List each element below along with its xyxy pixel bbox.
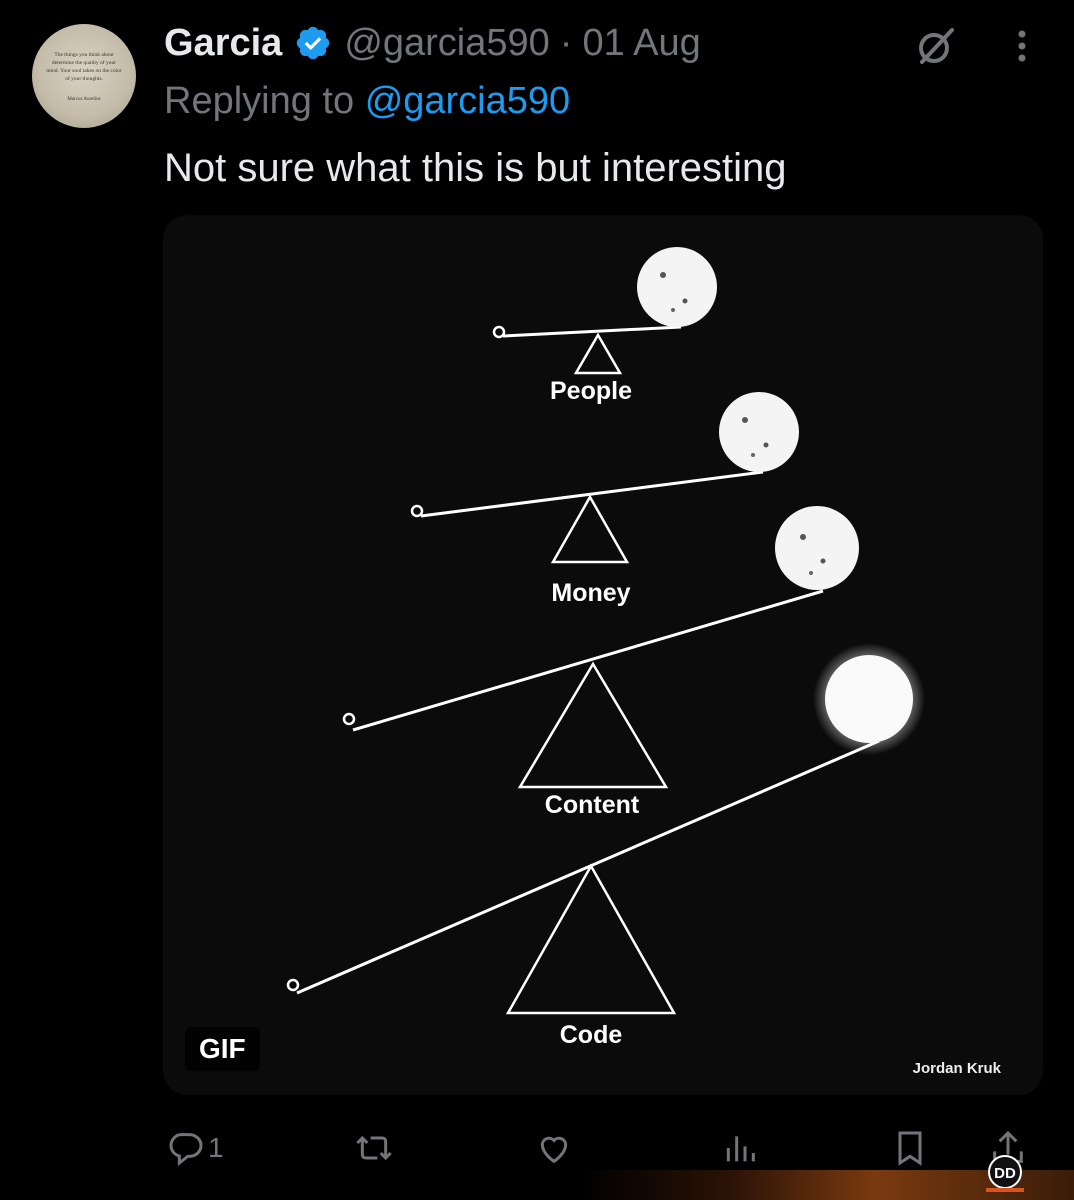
label-content: Content: [545, 791, 640, 819]
seesaw-code: Code: [286, 643, 925, 1049]
retweet-icon: [356, 1135, 392, 1161]
more-icon[interactable]: [1010, 26, 1034, 66]
ball-code: [825, 655, 913, 743]
author-name[interactable]: Garcia: [164, 21, 283, 64]
label-money: Money: [551, 579, 630, 607]
author-handle[interactable]: @garcia590: [344, 21, 550, 64]
like-button[interactable]: [534, 1128, 574, 1168]
bookmark-button[interactable]: [890, 1128, 930, 1168]
reply-count: 1: [208, 1132, 224, 1163]
seesaw-people: People: [492, 247, 717, 405]
avatar[interactable]: The things you think about determine the…: [32, 24, 136, 128]
tweet-media-gif[interactable]: People Money Content Code: [163, 215, 1043, 1095]
seesaw-money: Money: [410, 392, 799, 607]
ball-money: [719, 392, 799, 472]
replying-to-mention[interactable]: @garcia590: [364, 80, 571, 122]
avatar-quote: The things you think about determine the…: [46, 51, 122, 82]
balance-illustration: People Money Content Code: [286, 247, 925, 1049]
views-icon: [726, 1136, 755, 1162]
seesaw-content: Content: [342, 506, 859, 819]
replying-prefix: Replying to: [164, 80, 355, 122]
replying-to-line: Replying to @garcia590: [164, 80, 570, 123]
tweet-text: Not sure what this is but interesting: [164, 146, 787, 190]
tweet-header: Garcia @garcia590 · 01 Aug: [164, 18, 701, 68]
tweet-date[interactable]: 01 Aug: [582, 21, 701, 64]
label-people: People: [550, 377, 632, 405]
views-button[interactable]: [720, 1128, 760, 1168]
label-code: Code: [560, 1021, 623, 1049]
media-watermark: Jordan Kruk: [912, 1060, 1001, 1077]
dd-logo-icon: DD: [986, 1155, 1024, 1192]
retweet-button[interactable]: [354, 1128, 394, 1168]
ball-people: [637, 247, 717, 327]
bookmark-icon: [898, 1131, 922, 1166]
ball-content: [775, 506, 859, 590]
separator-dot: ·: [559, 21, 573, 64]
verified-badge-icon: [297, 26, 330, 60]
avatar-author: Marcus Aurelius: [67, 96, 101, 102]
reply-icon: [169, 1133, 203, 1167]
grok-icon[interactable]: [914, 24, 958, 68]
like-icon: [540, 1136, 568, 1164]
reply-button[interactable]: 1: [166, 1128, 224, 1168]
svg-text:DD: DD: [994, 1165, 1016, 1182]
gif-badge: GIF: [185, 1027, 260, 1071]
